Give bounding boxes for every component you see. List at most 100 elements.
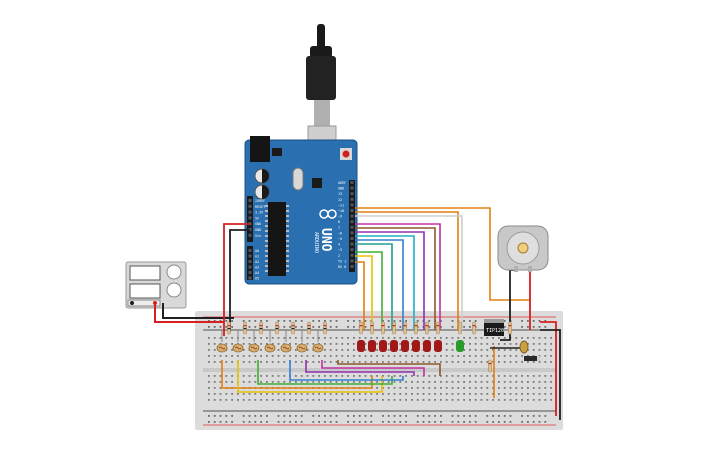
led-resistor[interactable] [414, 321, 418, 335]
resistor[interactable] [508, 321, 512, 335]
analog-pin[interactable] [248, 249, 252, 252]
digital-pin[interactable] [350, 192, 354, 196]
digital-pin[interactable] [350, 225, 354, 229]
digital-pin[interactable] [350, 209, 354, 212]
red-led[interactable] [412, 321, 420, 352]
power-pin[interactable] [248, 210, 252, 214]
pulldown-resistors[interactable] [227, 321, 512, 373]
led-resistor[interactable] [425, 321, 429, 335]
digital-pin[interactable] [350, 181, 354, 184]
digital-pin[interactable] [350, 253, 354, 257]
wire-ldr-orange[interactable] [221, 360, 373, 389]
wire-digital-magenta[interactable] [355, 223, 441, 330]
resistor[interactable] [259, 321, 263, 335]
wire-5v[interactable] [223, 223, 250, 336]
wire-ldr-brown[interactable] [337, 360, 441, 376]
wire-digital-purple[interactable] [355, 231, 425, 330]
wire-digital-green[interactable] [355, 251, 383, 330]
resistor[interactable] [275, 321, 279, 335]
led-resistor[interactable] [370, 321, 374, 335]
digital-pin[interactable] [350, 220, 354, 224]
analog-pin[interactable] [248, 271, 252, 274]
photoresistor[interactable] [216, 330, 228, 353]
digital-pin[interactable] [350, 242, 354, 246]
flyback-diode[interactable] [524, 356, 540, 361]
digital-pin[interactable] [350, 186, 354, 190]
photoresistor[interactable] [280, 330, 292, 353]
photoresistor[interactable] [264, 330, 276, 353]
wire-psu-positive[interactable] [154, 303, 224, 323]
led-resistor[interactable] [392, 321, 396, 335]
analog-pin[interactable] [248, 276, 252, 280]
red-led[interactable] [357, 321, 365, 352]
wires[interactable] [154, 207, 561, 420]
photoresistor[interactable] [248, 330, 260, 353]
digital-pin[interactable] [350, 231, 354, 235]
led-resistor[interactable] [458, 321, 462, 335]
resistor[interactable] [227, 321, 231, 335]
photoresistor[interactable] [312, 330, 324, 353]
power-pin[interactable] [248, 216, 252, 220]
digital-pin[interactable] [350, 203, 354, 207]
wire-digital-orange[interactable] [355, 211, 459, 330]
analog-pin[interactable] [248, 254, 252, 258]
led-resistor[interactable] [403, 321, 407, 335]
wire-digital-orange-2[interactable] [355, 261, 365, 330]
red-led[interactable] [390, 321, 398, 352]
leds[interactable] [357, 321, 464, 352]
wire-digital-white[interactable] [355, 215, 463, 330]
red-led[interactable] [368, 321, 376, 352]
resistor[interactable] [307, 321, 311, 335]
usb-cable[interactable] [306, 24, 337, 159]
digital-pin[interactable] [350, 259, 354, 263]
wire-digital-yellow[interactable] [355, 255, 373, 330]
arduino-uno-board[interactable]: ARDUINO UNO AREFGND1312~11~10~987~6~54~3… [244, 136, 358, 285]
wire-psu-negative[interactable] [162, 303, 234, 319]
power-pin[interactable] [248, 233, 252, 237]
resistor[interactable] [488, 359, 492, 373]
wire-ldr-purple[interactable] [305, 360, 415, 376]
ceramic-capacitor[interactable] [519, 340, 529, 354]
photoresistor[interactable] [296, 330, 308, 353]
wire-digital-teal[interactable] [355, 243, 393, 330]
breadboard[interactable] [195, 311, 563, 430]
digital-pin[interactable] [350, 214, 354, 218]
dc-motor[interactable] [497, 225, 549, 272]
voltage-knob[interactable] [166, 264, 182, 280]
photoresistor[interactable] [232, 330, 244, 353]
power-pin[interactable] [248, 204, 252, 208]
dc-power-supply[interactable] [125, 261, 187, 309]
digital-pin[interactable] [350, 197, 354, 201]
tip120-transistor[interactable]: TIP120 [484, 319, 504, 336]
red-led[interactable] [434, 321, 442, 352]
wire-right-black[interactable] [540, 329, 561, 420]
digital-pin[interactable] [350, 237, 354, 240]
wire-digital-brown[interactable] [355, 227, 436, 330]
photoresistors[interactable] [216, 330, 324, 353]
red-led[interactable] [423, 321, 431, 352]
red-led[interactable] [401, 321, 409, 352]
wire-digital-blue[interactable] [355, 239, 404, 330]
power-pin[interactable] [248, 199, 252, 202]
digital-pin[interactable] [350, 265, 354, 268]
analog-pin[interactable] [248, 260, 252, 263]
resistor[interactable] [291, 321, 295, 335]
wire-ldr-magenta[interactable] [321, 360, 425, 376]
wire-digital-cyan[interactable] [355, 235, 415, 330]
wire-ldr-blue[interactable] [289, 360, 404, 381]
wire-right-red[interactable] [540, 321, 557, 416]
red-led[interactable] [379, 321, 387, 352]
negative-terminal[interactable] [130, 301, 134, 305]
reset-button-cap[interactable] [342, 150, 350, 158]
resistor[interactable] [323, 321, 327, 335]
wire-gnd[interactable] [229, 229, 250, 332]
led-resistor[interactable] [381, 321, 385, 335]
led-resistor[interactable] [436, 321, 440, 335]
resistor[interactable] [243, 321, 247, 335]
current-knob[interactable] [166, 282, 182, 298]
led-resistor[interactable] [359, 321, 363, 335]
analog-pin[interactable] [248, 265, 252, 269]
resistor[interactable] [472, 321, 476, 335]
